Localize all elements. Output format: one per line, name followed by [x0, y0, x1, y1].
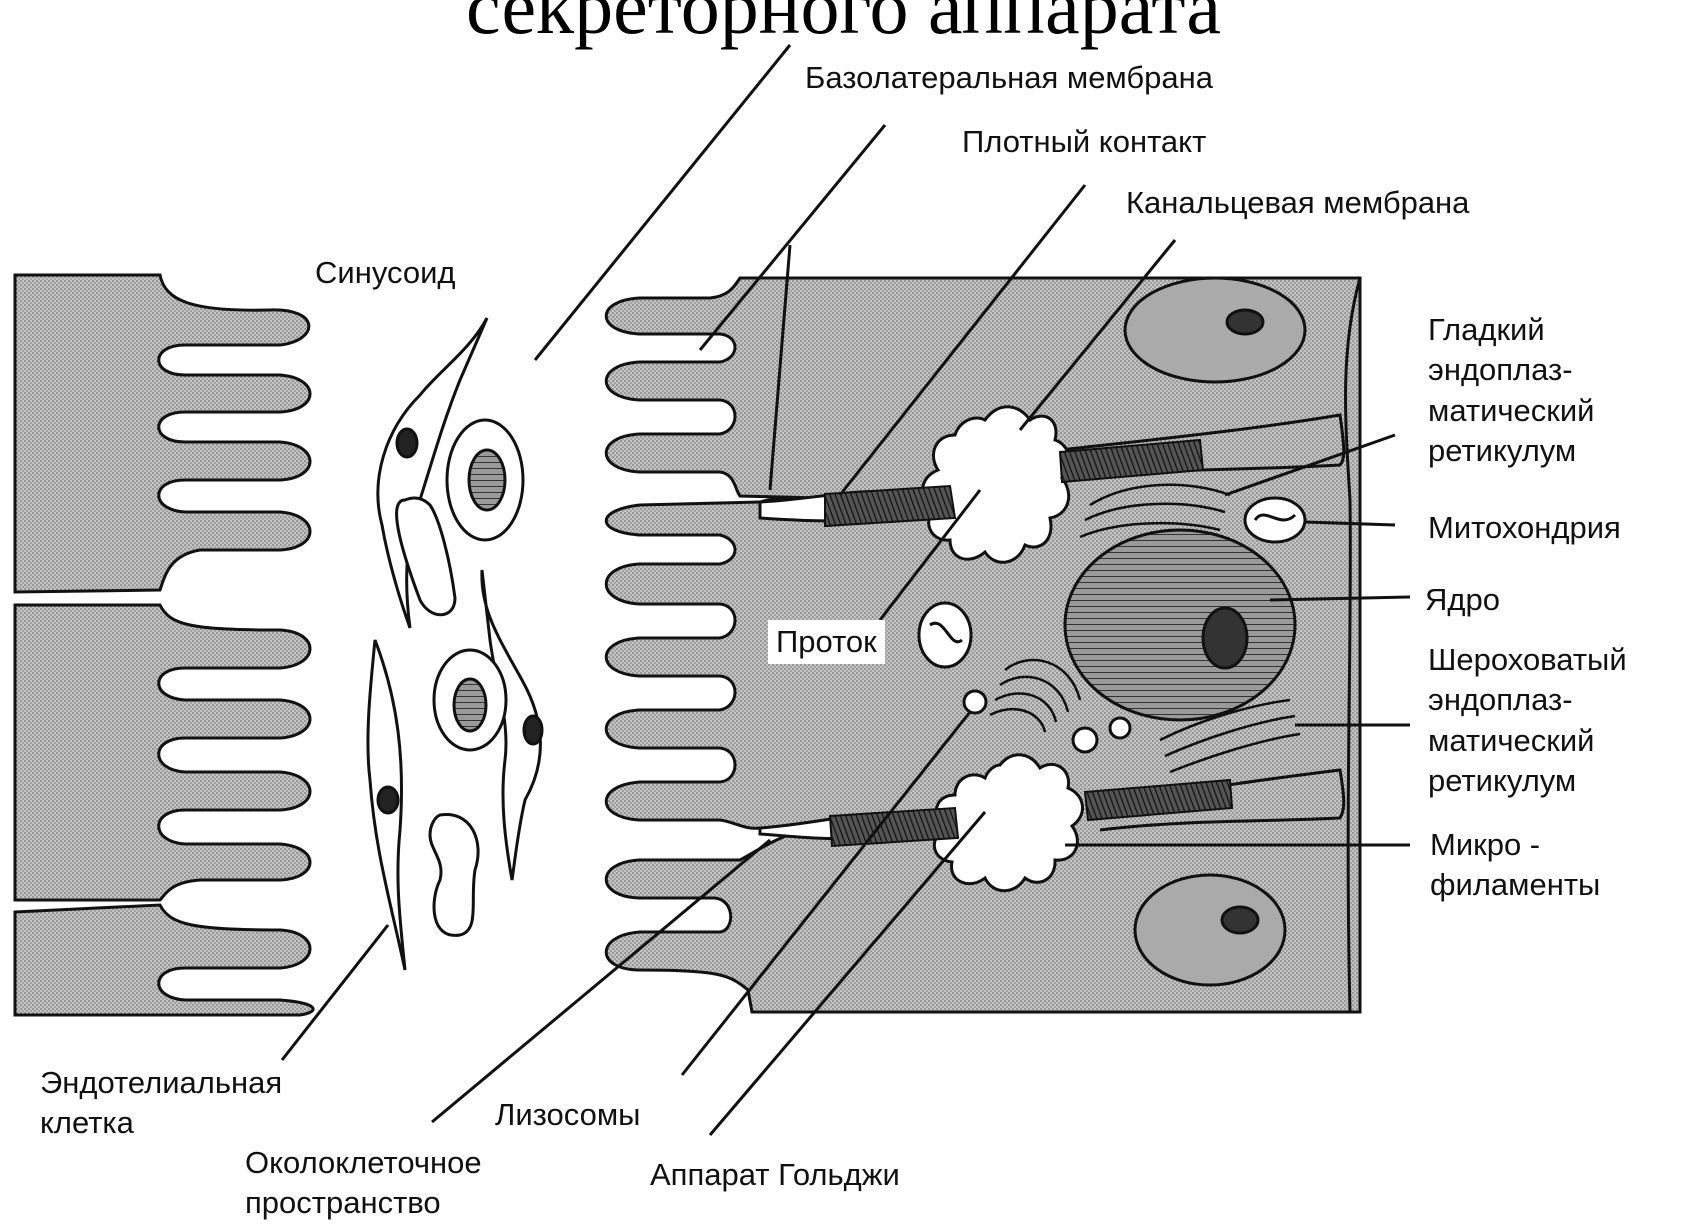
lysosome-1 [964, 691, 986, 713]
rbc-2-inner [454, 679, 486, 731]
label-nucleus: Ядро [1425, 580, 1500, 620]
lysosome-3 [1110, 718, 1130, 738]
leader-pericellular [432, 840, 770, 1122]
smooth-er-line-4: ретикулум [1428, 431, 1594, 471]
endothelial-line-1: Эндотелиальная [40, 1063, 282, 1103]
rough-er-line-3: матический [1428, 721, 1627, 761]
label-smooth-er: Гладкий эндоплаз- матический ретикулум [1428, 310, 1594, 471]
label-basolateral-membrane: Базолатеральная мембрана [805, 58, 1213, 98]
lysosome-2 [1073, 728, 1097, 752]
label-duct: Проток [768, 620, 885, 664]
microfilaments-line-1: Микро - [1430, 825, 1600, 865]
label-rough-er: Шероховатый эндоплаз- матический ретикул… [1428, 640, 1627, 801]
tight-junction-upper-left [825, 486, 955, 526]
left-hepatocyte-column [15, 275, 313, 1015]
label-microfilaments: Микро - филаменты [1430, 825, 1600, 906]
label-mitochondrion: Митохондрия [1428, 508, 1621, 548]
label-tight-junction: Плотный контакт [962, 122, 1206, 162]
nucleus-middle-cell [1065, 530, 1295, 720]
left-cell-lower [15, 905, 313, 1015]
sinusoid-contents [368, 318, 542, 970]
endothelial-line-2: клетка [40, 1103, 282, 1143]
rough-er-line-1: Шероховатый [1428, 640, 1627, 680]
label-endothelial-cell: Эндотелиальная клетка [40, 1063, 282, 1144]
nucleus-top-cell [1125, 278, 1305, 382]
nucleus-bottom-cell [1135, 875, 1285, 985]
endothelial-nucleus-3 [378, 787, 398, 813]
endothelial-nucleus-2 [524, 716, 542, 744]
left-cell-upper [15, 275, 310, 592]
endothelial-nucleus-1 [397, 429, 417, 457]
mitochondrion-middle [919, 603, 971, 667]
microfilaments-line-2: филаменты [1430, 865, 1600, 905]
kupffer-nucleus [469, 450, 505, 510]
label-sinusoid: Синусоид [315, 253, 455, 293]
smooth-er-line-2: эндоплаз- [1428, 350, 1594, 390]
nucleolus-top [1227, 310, 1263, 334]
pericellular-line-1: Околоклеточное [245, 1143, 482, 1183]
smooth-er-line-1: Гладкий [1428, 310, 1594, 350]
nucleolus-middle [1203, 608, 1247, 668]
label-golgi-apparatus: Аппарат Гольджи [650, 1155, 900, 1195]
red-blood-cell-3 [430, 814, 478, 935]
nucleolus-bottom [1222, 907, 1258, 933]
mitochondrion-upper [1245, 498, 1305, 542]
rough-er-line-4: ретикулум [1428, 761, 1627, 801]
rough-er-line-2: эндоплаз- [1428, 680, 1627, 720]
left-cell-middle [15, 605, 310, 900]
smooth-er-line-3: матический [1428, 391, 1594, 431]
label-pericellular-space: Околоклеточное пространство [245, 1143, 482, 1224]
label-lysosomes: Лизосомы [495, 1095, 640, 1135]
pericellular-line-2: пространство [245, 1183, 482, 1223]
label-canalicular-membrane: Канальцевая мембрана [1126, 183, 1469, 223]
